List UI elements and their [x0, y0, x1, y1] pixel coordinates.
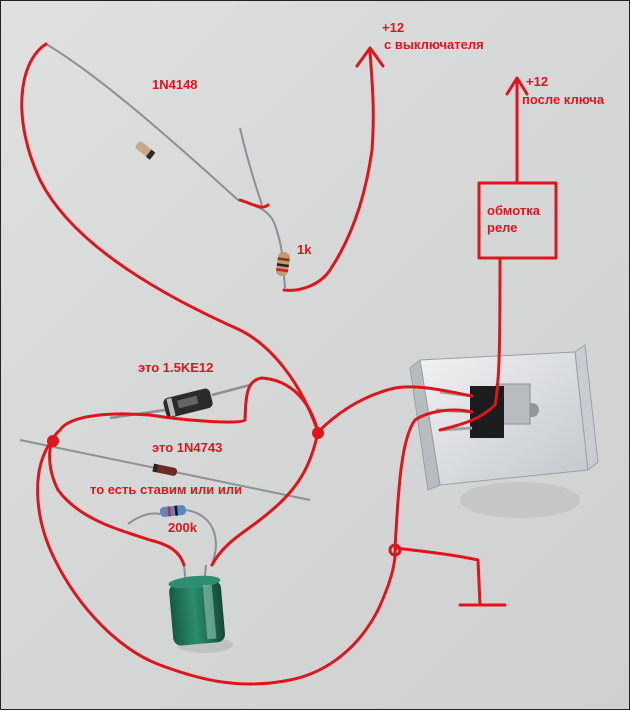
zener-diode-1n4743	[19, 439, 311, 501]
label-either-or-note: то есть ставим или или	[90, 482, 243, 497]
label-plus12-switch-voltage: +12	[382, 20, 405, 35]
label-tvs-1-5ke12: это 1.5KE12	[138, 360, 214, 375]
heatsink-shadow	[460, 482, 580, 518]
label-diode-1n4148: 1N4148	[152, 77, 198, 92]
label-resistor-200k: 200k	[168, 520, 197, 535]
junction-dots	[47, 427, 402, 557]
label-plus12-key-voltage: +12	[526, 74, 549, 89]
label-resistor-1k: 1k	[297, 242, 312, 257]
resistor-200k	[127, 505, 217, 566]
label-plus12-switch-source: с выключателя	[384, 37, 484, 52]
label-relay-coil-line2: реле	[487, 220, 518, 235]
red-wiring	[20, 42, 558, 686]
resistor-1k	[276, 251, 290, 289]
label-plus12-key-source: после ключа	[522, 92, 605, 107]
label-relay-coil-line1: обмотка	[487, 203, 540, 218]
tvs-diode-1-5ke12	[109, 383, 251, 420]
label-zener-1n4743: это 1N4743	[152, 440, 223, 455]
electrolytic-capacitor	[168, 564, 226, 646]
to220-transistor	[435, 383, 531, 438]
